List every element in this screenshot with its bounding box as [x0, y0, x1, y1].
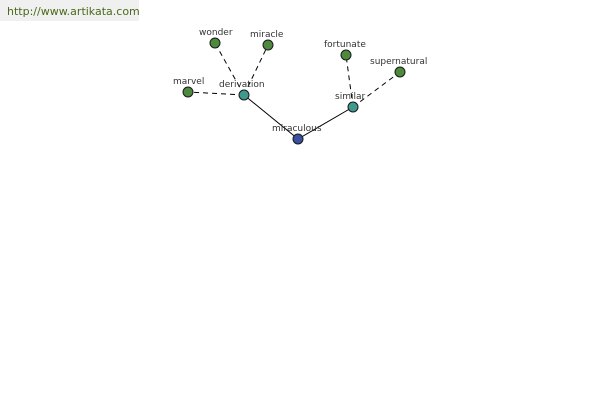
watermark-bar: http://www.artikata.com — [0, 0, 140, 21]
label-supernatural: supernatural — [370, 57, 427, 67]
graph-labels: miraculous derivation similar wonder miracle… — [173, 28, 427, 134]
node-fortunate[interactable] — [340, 49, 352, 61]
graph-nodes — [182, 37, 406, 145]
node-marvel[interactable] — [182, 86, 194, 98]
node-supernatural[interactable] — [394, 66, 406, 78]
watermark-url: http://www.artikata.com — [7, 5, 140, 18]
node-miracle[interactable] — [262, 39, 274, 51]
label-derivation: derivation — [219, 80, 265, 90]
edge-miraculous-derivation — [243, 94, 299, 140]
node-similar[interactable] — [347, 101, 359, 113]
node-derivation[interactable] — [238, 89, 250, 101]
edge-derivation-miracle — [243, 44, 269, 96]
node-miraculous[interactable] — [292, 133, 304, 145]
graph-edges — [187, 42, 401, 140]
label-marvel: marvel — [173, 77, 204, 87]
edge-similar-supernatural — [352, 71, 401, 108]
edge-derivation-marvel — [187, 91, 245, 96]
label-fortunate: fortunate — [324, 40, 366, 50]
label-miraculous: miraculous — [272, 124, 322, 134]
label-similar: similar — [335, 92, 365, 102]
label-miracle: miracle — [250, 30, 284, 40]
edge-derivation-wonder — [214, 42, 245, 96]
node-wonder[interactable] — [209, 37, 221, 49]
label-wonder: wonder — [199, 28, 233, 38]
edge-miraculous-similar — [297, 106, 354, 140]
